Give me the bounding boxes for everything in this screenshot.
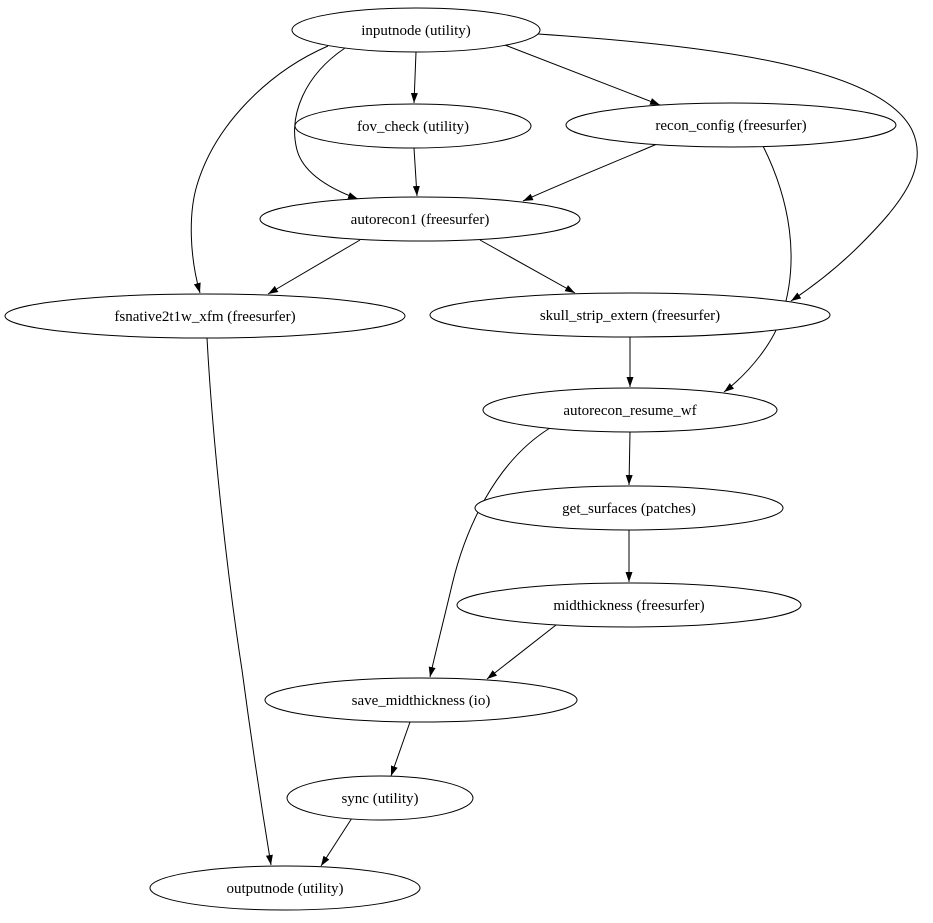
node-save_midthickness: save_midthickness (io) — [264, 677, 578, 723]
edge-save_midthickness-to-sync — [390, 721, 411, 777]
node-recon_config-shape — [565, 102, 897, 148]
node-skull_strip_extern-shape — [429, 292, 831, 338]
edge-inputnode-to-autorecon1 — [294, 47, 359, 200]
node-recon_config-label: recon_config (freesurfer) — [655, 118, 806, 134]
node-fsnative2t1w_xfm-label: fsnative2t1w_xfm (freesurfer) — [114, 309, 295, 325]
node-skull_strip_extern: skull_strip_extern (freesurfer) — [429, 292, 831, 338]
node-get_surfaces-shape — [474, 485, 784, 531]
node-inputnode: inputnode (utility) — [291, 7, 541, 53]
node-fov_check: fov_check (utility) — [294, 103, 532, 149]
edge-inputnode-to-recon_config — [504, 44, 661, 106]
node-midthickness-label: midthickness (freesurfer) — [553, 598, 704, 614]
node-autorecon_resume_wf-shape — [482, 387, 778, 433]
node-fsnative2t1w_xfm: fsnative2t1w_xfm (freesurfer) — [4, 293, 406, 339]
node-save_midthickness-label: save_midthickness (io) — [352, 693, 491, 709]
node-sync: sync (utility) — [286, 775, 474, 821]
node-sync-shape — [286, 775, 474, 821]
edge-recon_config-to-autorecon_resume_wf — [723, 145, 792, 393]
edge-inputnode-to-fov_check — [410, 51, 418, 104]
node-fsnative2t1w_xfm-shape — [4, 293, 406, 339]
edge-autorecon1-to-skull_strip_extern — [479, 239, 576, 294]
node-autorecon_resume_wf-label: autorecon_resume_wf — [563, 403, 696, 419]
node-inputnode-label: inputnode (utility) — [361, 23, 471, 39]
edge-autorecon_resume_wf-to-get_surfaces — [625, 431, 633, 486]
node-fov_check-label: fov_check (utility) — [357, 119, 469, 135]
node-save_midthickness-shape — [264, 677, 578, 723]
edge-midthickness-to-save_midthickness — [486, 624, 557, 680]
node-inputnode-shape — [291, 7, 541, 53]
edge-autorecon1-to-fsnative2t1w_xfm — [267, 239, 361, 295]
node-skull_strip_extern-label: skull_strip_extern (freesurfer) — [540, 308, 720, 324]
edge-recon_config-to-autorecon1 — [522, 143, 658, 202]
edge-inputnode-to-skull_strip_extern — [537, 33, 918, 302]
node-get_surfaces: get_surfaces (patches) — [474, 485, 784, 531]
node-autorecon1: autorecon1 (freesurfer) — [259, 196, 581, 242]
node-autorecon_resume_wf: autorecon_resume_wf — [482, 387, 778, 433]
node-autorecon1-shape — [259, 196, 581, 242]
edge-inputnode-to-fsnative2t1w_xfm — [190, 45, 329, 294]
node-outputnode-label: outputnode (utility) — [226, 881, 343, 897]
edge-autorecon_resume_wf-to-save_midthickness — [428, 427, 551, 678]
edge-layer — [190, 33, 918, 867]
node-autorecon1-label: autorecon1 (freesurfer) — [351, 212, 490, 228]
node-recon_config: recon_config (freesurfer) — [565, 102, 897, 148]
node-midthickness: midthickness (freesurfer) — [456, 582, 802, 628]
edge-fsnative2t1w_xfm-to-outputnode — [206, 337, 273, 866]
node-get_surfaces-label: get_surfaces (patches) — [562, 501, 696, 517]
node-layer: inputnode (utility) fov_check (utility) … — [4, 7, 897, 911]
node-fov_check-shape — [294, 103, 532, 149]
node-outputnode-shape — [149, 865, 421, 911]
node-sync-label: sync (utility) — [341, 791, 418, 807]
edge-sync-to-outputnode — [320, 817, 353, 867]
edge-fov_check-to-autorecon1 — [412, 147, 420, 197]
node-outputnode: outputnode (utility) — [149, 865, 421, 911]
node-midthickness-shape — [456, 582, 802, 628]
